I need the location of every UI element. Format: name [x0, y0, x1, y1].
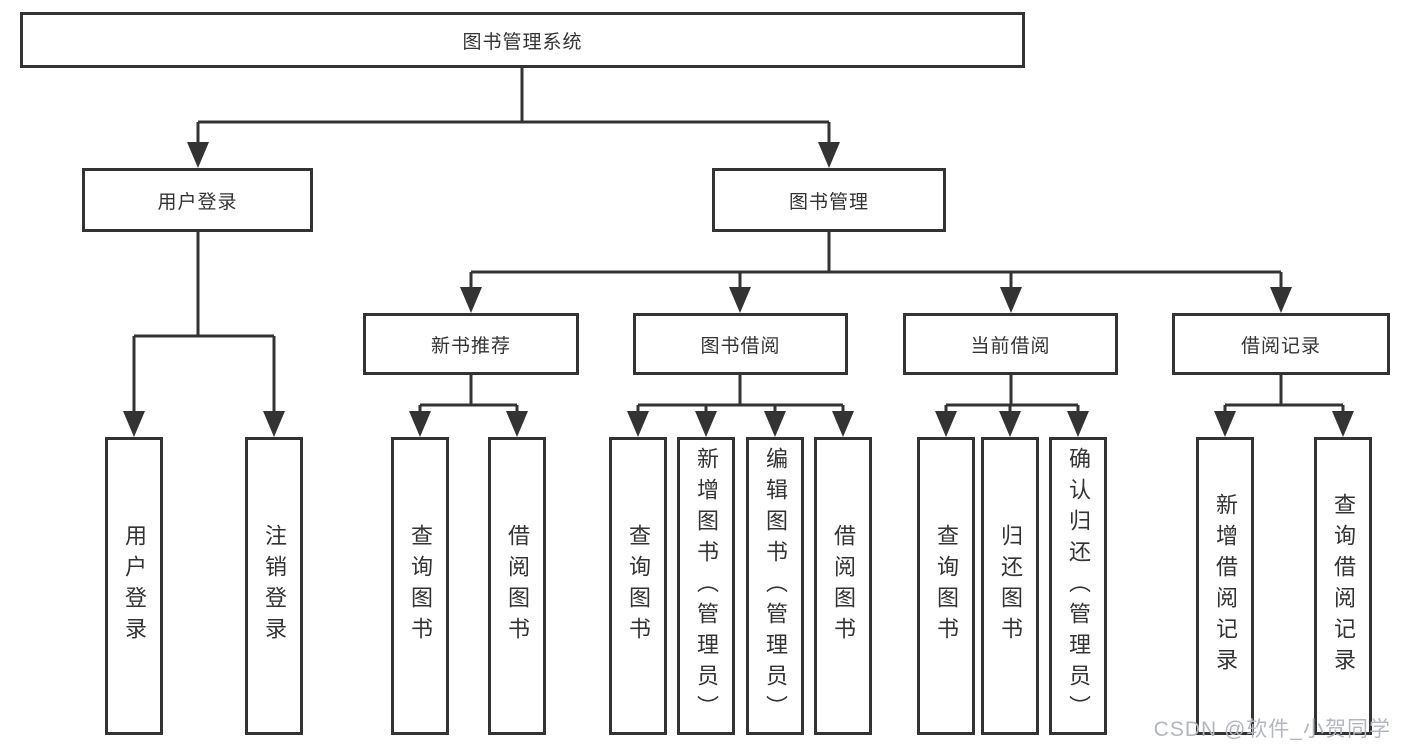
node-book-borrowing: 图书借阅 [633, 313, 848, 375]
leaf-query-borrow-record: 查询借阅记录 [1314, 437, 1372, 735]
leaf-user-login: 用户登录 [105, 437, 163, 735]
node-borrowing-records: 借阅记录 [1172, 313, 1390, 375]
csdn-watermark: CSDN @软件_小贺同学 [1153, 718, 1391, 741]
leaf-return-books: 归还图书 [981, 437, 1039, 735]
node-book-management: 图书管理 [712, 168, 946, 232]
leaf-edit-book-admin: 编辑图书（管理员） [746, 437, 804, 735]
leaf-query-books-current: 查询图书 [917, 437, 975, 735]
leaf-logout: 注销登录 [245, 437, 303, 735]
leaf-add-borrow-record: 新增借阅记录 [1196, 437, 1254, 735]
leaf-confirm-return-admin: 确认归还（管理员） [1049, 437, 1107, 735]
node-current-borrowing: 当前借阅 [903, 313, 1118, 375]
node-user-login: 用户登录 [82, 168, 313, 232]
leaf-query-books-recommend: 查询图书 [391, 437, 449, 735]
leaf-add-book-admin: 新增图书（管理员） [677, 437, 735, 735]
leaf-borrow-books: 借阅图书 [814, 437, 872, 735]
leaf-borrow-books-recommend: 借阅图书 [488, 437, 546, 735]
node-new-book-recommendation: 新书推荐 [363, 313, 579, 375]
leaf-query-books-borrowing: 查询图书 [609, 437, 667, 735]
node-library-management-system: 图书管理系统 [20, 12, 1025, 68]
